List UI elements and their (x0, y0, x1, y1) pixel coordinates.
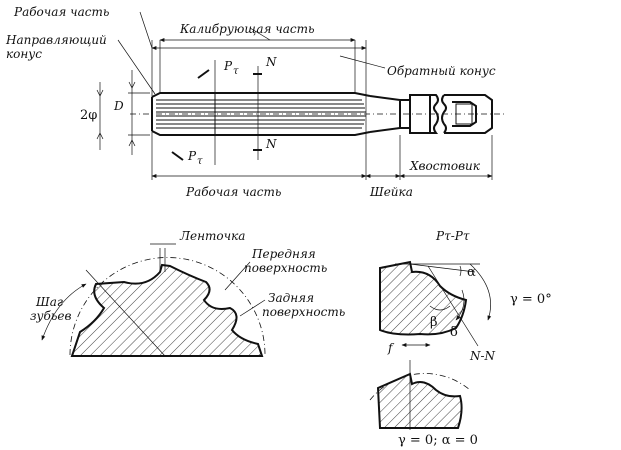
tooth-detail-ptau-profile (379, 260, 468, 336)
label-gamma: γ = 0° (510, 292, 552, 307)
section-marker-n-top (253, 66, 262, 160)
label-working-part-bottom: Рабочая часть (185, 185, 281, 199)
label-n-bottom: N (265, 137, 277, 151)
reverse-cone-leader (339, 55, 386, 69)
fluted-body (151, 92, 371, 136)
label-land: Ленточка (179, 229, 245, 243)
label-tooth-pitch-1: Шаг (35, 295, 63, 309)
reamer-side-view: Рабочая часть Калибрующая часть Направля… (5, 5, 505, 199)
label-nn-formula: γ = 0; α = 0 (398, 433, 478, 448)
gamma-arc (469, 263, 492, 321)
label-reverse-cone: Обратный конус (387, 64, 496, 78)
tooth-profile (70, 263, 264, 357)
rake-face-leader (224, 261, 251, 291)
label-ptau-bottom-sub: τ (197, 156, 203, 167)
tooth-detail-nn-profile (376, 372, 463, 429)
working-part-top-leader (139, 11, 153, 49)
beta-arc (429, 305, 451, 311)
label-flank-face-1: Задняя (268, 291, 314, 305)
calibrating-part-leader (249, 27, 271, 41)
label-calibrating-part: Калибрующая часть (179, 22, 315, 36)
label-diameter: D (113, 99, 124, 113)
label-neck: Шейка (369, 185, 413, 199)
tooth-pitch-arc (41, 283, 87, 341)
label-alpha: α (467, 265, 476, 280)
alpha-arc (459, 265, 462, 277)
label-f: f (387, 341, 395, 355)
section-marker-ptau-bottom (171, 135, 216, 165)
section-marker-ptau-top (197, 60, 216, 93)
outer-circle (69, 257, 266, 356)
label-flank-face-2: поверхность (262, 305, 345, 319)
label-n-top: N (265, 55, 277, 69)
label-guide-cone-1: Направляющий (5, 33, 107, 47)
reamer-cross-section: Ленточка Передняя поверхность Задняя пов… (30, 229, 345, 357)
guide-cone-leader (117, 39, 156, 95)
label-working-part-top: Рабочая часть (13, 5, 109, 19)
label-beta: β (430, 315, 438, 330)
tooth-detail-nn: N-N γ = 0; α = 0 (369, 349, 496, 448)
label-nn: N-N (469, 349, 496, 363)
label-delta: δ (450, 325, 458, 340)
label-two-phi: 2φ (80, 108, 97, 123)
label-shank: Хвостовик (409, 159, 481, 173)
label-tooth-pitch-2: зубьев (30, 309, 71, 323)
label-ptau-top: P (223, 59, 233, 73)
flank-face-leader (239, 299, 266, 317)
label-ptau-ptau: Pτ-Pτ (435, 229, 470, 243)
tooth-detail-ptau: Pτ-Pτ α β δ γ = 0° f (379, 229, 552, 355)
label-rake-face-2: поверхность (244, 261, 327, 275)
label-ptau-bottom: P (187, 149, 197, 163)
delta-arc (455, 289, 465, 321)
label-rake-face-1: Передняя (251, 247, 316, 261)
label-ptau-top-sub: τ (233, 66, 239, 77)
tooth-pitch-chord (85, 269, 166, 357)
label-guide-cone-2: конус (6, 47, 42, 61)
